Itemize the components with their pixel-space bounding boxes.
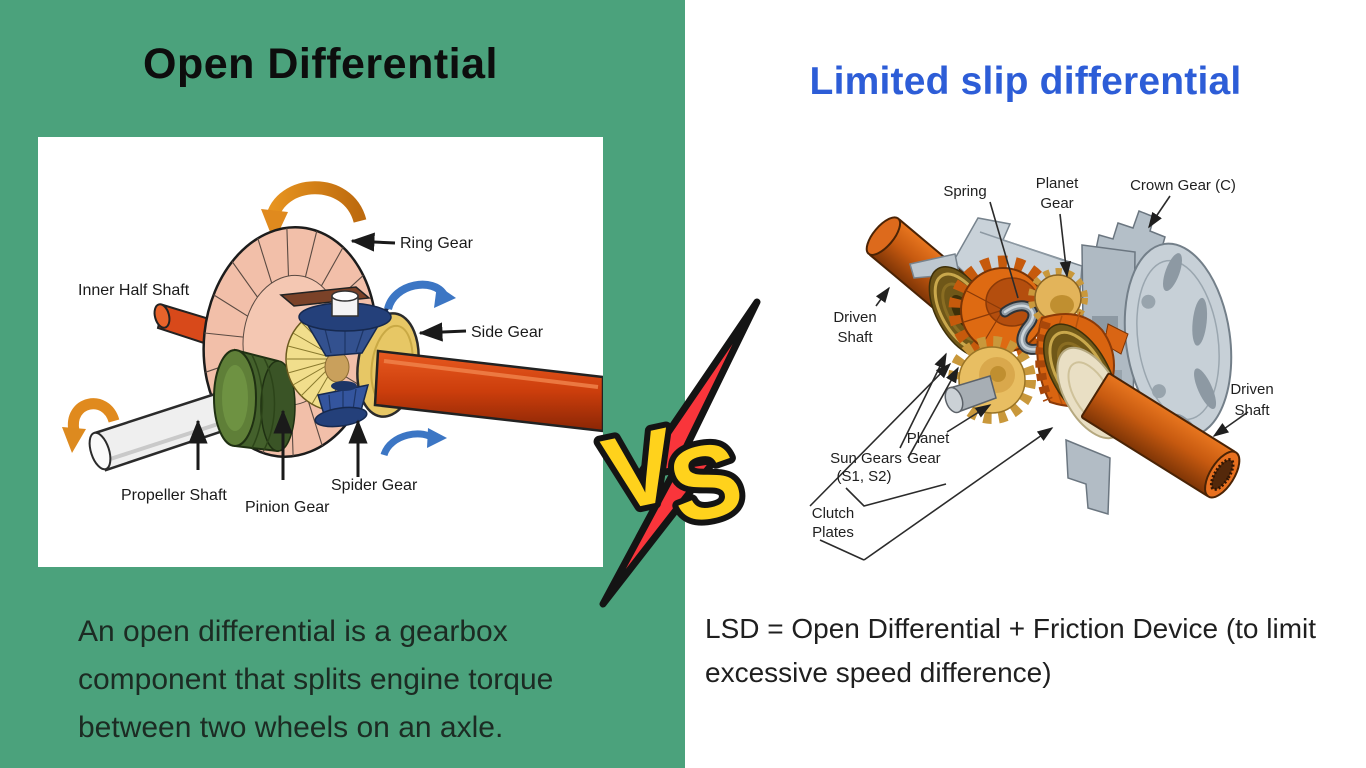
spring [999, 300, 1048, 355]
gear-pin [944, 375, 997, 414]
side-gear-label: Side Gear [471, 324, 544, 341]
pinion-gear-label: Pinion Gear [245, 499, 330, 516]
crown-gear-leader [1148, 195, 1171, 229]
clutch-bracket [819, 539, 865, 561]
spring-label: Spring [943, 183, 986, 200]
spider-gear-label: Spider Gear [331, 477, 418, 494]
axle-shaft-right [373, 349, 605, 433]
driven-shaft-left-label-2: Shaft [837, 329, 873, 346]
open-differential-panel: Open Differential [0, 0, 685, 768]
driven-shaft-right [1080, 372, 1241, 499]
sun-gears-label-1: Sun Gears [830, 450, 902, 467]
propeller-shaft-label: Propeller Shaft [121, 487, 227, 504]
side-gear-arrow [418, 322, 467, 342]
spider-gear-top [298, 290, 392, 357]
lsd-leader-lines [809, 195, 1249, 561]
ring-gear-label: Ring Gear [400, 235, 474, 252]
planet-gear-bottom-label-1: Planet [907, 430, 950, 447]
planet-gear-top-label-1: Planet [1036, 175, 1079, 192]
crown-gear-label: Crown Gear (C) [1130, 177, 1236, 194]
clutch-leader-2 [809, 362, 952, 507]
rotation-arrow-top-orange [261, 181, 367, 242]
lightning-bolt [599, 298, 761, 608]
open-differential-title: Open Differential [143, 40, 498, 88]
driven-shaft-right-label-1: Driven [1230, 381, 1273, 398]
sun-gears-label-2: (S1, S2) [836, 468, 891, 485]
clutch-leader-1 [863, 427, 1054, 561]
clutch-plates-label-2: Plates [812, 524, 854, 541]
housing-disc [1123, 242, 1233, 438]
rotation-arrow-bottom-blue [380, 428, 447, 457]
spring-leader [989, 201, 1019, 299]
driven-shaft-left-label-1: Driven [833, 309, 876, 326]
vs-letter-s: S [660, 420, 749, 547]
rotation-arrow-left-orange [62, 398, 120, 453]
limited-slip-panel: Limited slip differential [685, 0, 1366, 768]
vs-badge: VS [588, 298, 761, 608]
planet-bottom-leader [946, 404, 992, 433]
lsd-diagram: Spring Planet Gear Crown Gear (C) Driven… [809, 175, 1274, 561]
driven-right-leader [1212, 411, 1249, 437]
planet-gear-top-label-2: Gear [1040, 195, 1073, 212]
open-differential-diagram: Ring Gear Inner Half Shaft Side Gear Spi… [62, 181, 605, 516]
vs-text: VS [594, 394, 748, 559]
planet-gear-bottom-label-2: Gear [907, 450, 940, 467]
planet-top-leader [1059, 213, 1072, 278]
open-differential-diagram-box: Ring Gear Inner Half Shaft Side Gear Spi… [38, 137, 605, 567]
lsd-description: LSD = Open Differential + Friction Devic… [705, 613, 1317, 688]
rotation-arrow-top-blue [384, 280, 456, 311]
leader-lines [188, 232, 467, 480]
sun-gears-leader-2 [907, 366, 959, 459]
driven-left-leader [875, 286, 890, 307]
limited-slip-title: Limited slip differential [809, 60, 1242, 103]
clutch-plates-label-1: Clutch [812, 505, 855, 522]
lsd-diagram-box: Spring Planet Gear Crown Gear (C) Driven… [750, 140, 1310, 580]
driven-shaft-right-label-2: Shaft [1234, 402, 1270, 419]
ring-gear-arrow [350, 232, 396, 252]
housing-lower-bracket [1065, 438, 1111, 515]
open-differential-description: An open differential is a gearbox compon… [78, 615, 554, 744]
inner-half-shaft-label: Inner Half Shaft [78, 282, 190, 299]
sun-gears-bracket [845, 483, 947, 507]
